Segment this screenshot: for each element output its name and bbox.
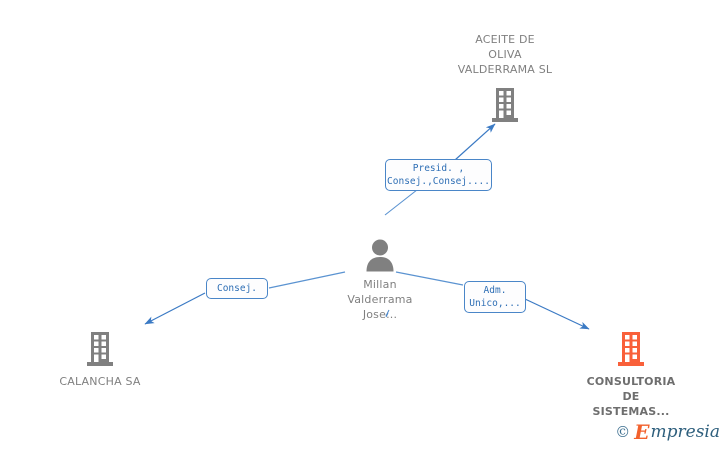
node-label-consultoria: CONSULTORIA DE SISTEMAS...	[586, 375, 676, 418]
edge-consultoria-segment-a	[395, 271, 464, 286]
person-icon	[366, 239, 394, 272]
edge-calancha-segment-a	[268, 271, 346, 289]
building-icon	[87, 332, 113, 366]
building-icon	[492, 88, 518, 122]
node-label-person: Millan Valderrama Jose...	[347, 278, 413, 321]
edge-calancha-segment-b	[144, 292, 206, 325]
building-icon	[618, 332, 644, 366]
edge-aceite-lower-leg	[385, 312, 389, 318]
edge-label-adm-unico[interactable]: Adm. Unico,...	[464, 281, 526, 313]
node-label-calancha: CALANCHA SA	[59, 375, 141, 388]
node-company-consultoria[interactable]: CONSULTORIA DE SISTEMAS...	[570, 330, 692, 419]
edge-consultoria-segment-b	[524, 298, 590, 330]
node-person-millan[interactable]: Millan Valderrama Jose...	[320, 238, 440, 322]
watermark-empresia: © E mpresia	[615, 422, 720, 442]
node-company-calancha[interactable]: CALANCHA SA	[39, 330, 161, 389]
edge-aceite-segment-b	[454, 123, 496, 161]
building-icon-consultoria-wrap	[570, 330, 692, 368]
node-company-aceite[interactable]: ACEITE DE OLIVA VALDERRAMA SL	[435, 32, 575, 124]
building-icon-aceite-wrap	[435, 86, 575, 124]
node-label-aceite: ACEITE DE OLIVA VALDERRAMA SL	[457, 33, 553, 76]
building-icon-calancha-wrap	[39, 330, 161, 368]
person-icon-wrap	[320, 238, 440, 274]
copyright-icon: ©	[615, 423, 631, 441]
brand-initial: E	[634, 420, 650, 444]
edge-label-consej[interactable]: Consej.	[206, 278, 268, 299]
brand-name: mpresia	[650, 421, 721, 442]
edge-label-presid-consej[interactable]: Presid. , Consej.,Consej....	[385, 159, 492, 191]
